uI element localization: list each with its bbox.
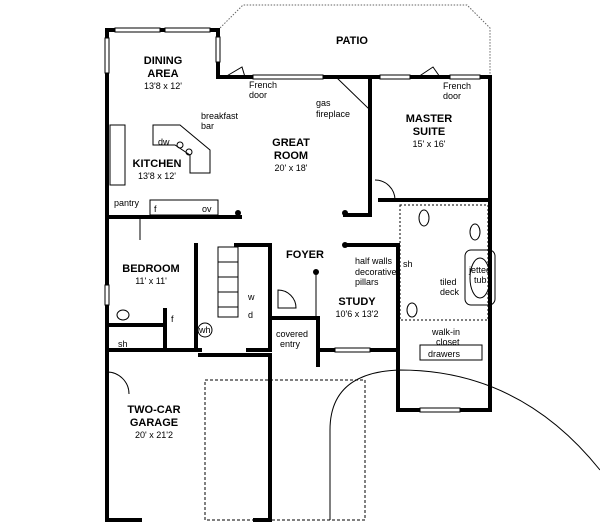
- svg-text:f: f: [154, 204, 157, 214]
- svg-text:fireplace: fireplace: [316, 109, 350, 119]
- svg-text:drawers: drawers: [428, 349, 461, 359]
- svg-text:dw: dw: [158, 137, 170, 147]
- dining-label: DINING: [144, 55, 183, 67]
- svg-text:tub: tub: [474, 275, 487, 285]
- patio-outline: [217, 4, 491, 77]
- svg-text:entry: entry: [280, 339, 301, 349]
- svg-text:w: w: [247, 292, 255, 302]
- svg-text:French: French: [249, 80, 277, 90]
- windows[interactable]: [104, 27, 481, 413]
- svg-text:f: f: [171, 314, 174, 324]
- study-size: 10'6 x 13'2: [336, 309, 379, 319]
- svg-text:closet: closet: [436, 337, 460, 347]
- dining-label-2: AREA: [147, 68, 178, 80]
- master-size: 15' x 16': [413, 139, 446, 149]
- svg-text:d: d: [248, 310, 253, 320]
- study-label: STUDY: [338, 296, 376, 308]
- driveway-edge: [329, 369, 600, 520]
- svg-text:walk-in: walk-in: [431, 327, 460, 337]
- svg-text:tiled: tiled: [440, 277, 457, 287]
- great-room-label-2: ROOM: [274, 150, 308, 162]
- kitchen-counters: [109, 124, 219, 216]
- garage-label-2: GARAGE: [130, 417, 178, 429]
- dining-size: 13'8 x 12': [144, 81, 182, 91]
- master-label-2: SUITE: [413, 126, 445, 138]
- svg-text:pillars: pillars: [355, 277, 379, 287]
- doors[interactable]: [106, 66, 441, 521]
- svg-text:wh: wh: [198, 325, 211, 335]
- svg-text:deck: deck: [440, 287, 460, 297]
- svg-text:bar: bar: [201, 121, 214, 131]
- svg-text:pantry: pantry: [114, 198, 140, 208]
- svg-text:jetted: jetted: [468, 265, 491, 275]
- garage-label: TWO-CAR: [127, 404, 180, 416]
- svg-text:sh: sh: [118, 339, 128, 349]
- bedroom-label: BEDROOM: [122, 263, 179, 275]
- bath-fixtures: [116, 204, 496, 361]
- master-label: MASTER: [406, 113, 453, 125]
- svg-text:breakfast: breakfast: [201, 111, 239, 121]
- stairs: [217, 246, 239, 318]
- kitchen-size: 13'8 x 12': [138, 171, 176, 181]
- annotations: French door French door gas fireplace br…: [114, 80, 491, 359]
- great-room-size: 20' x 18': [275, 163, 308, 173]
- bedroom-size: 11' x 11': [135, 276, 167, 286]
- svg-text:sh: sh: [403, 259, 413, 269]
- svg-text:covered: covered: [276, 329, 308, 339]
- svg-text:decorative: decorative: [355, 267, 397, 277]
- foyer-label: FOYER: [286, 249, 324, 261]
- svg-text:door: door: [249, 90, 267, 100]
- svg-text:French: French: [443, 81, 471, 91]
- fireplace: [334, 76, 371, 112]
- garage-size: 20' x 21'2: [135, 430, 173, 440]
- great-room-label: GREAT: [272, 137, 310, 149]
- svg-text:door: door: [443, 91, 461, 101]
- svg-text:gas: gas: [316, 98, 331, 108]
- walls: [105, 28, 492, 522]
- svg-text:ov: ov: [202, 204, 212, 214]
- svg-text:half walls: half walls: [355, 256, 393, 266]
- kitchen-label: KITCHEN: [133, 158, 182, 170]
- patio-label: PATIO: [336, 35, 368, 47]
